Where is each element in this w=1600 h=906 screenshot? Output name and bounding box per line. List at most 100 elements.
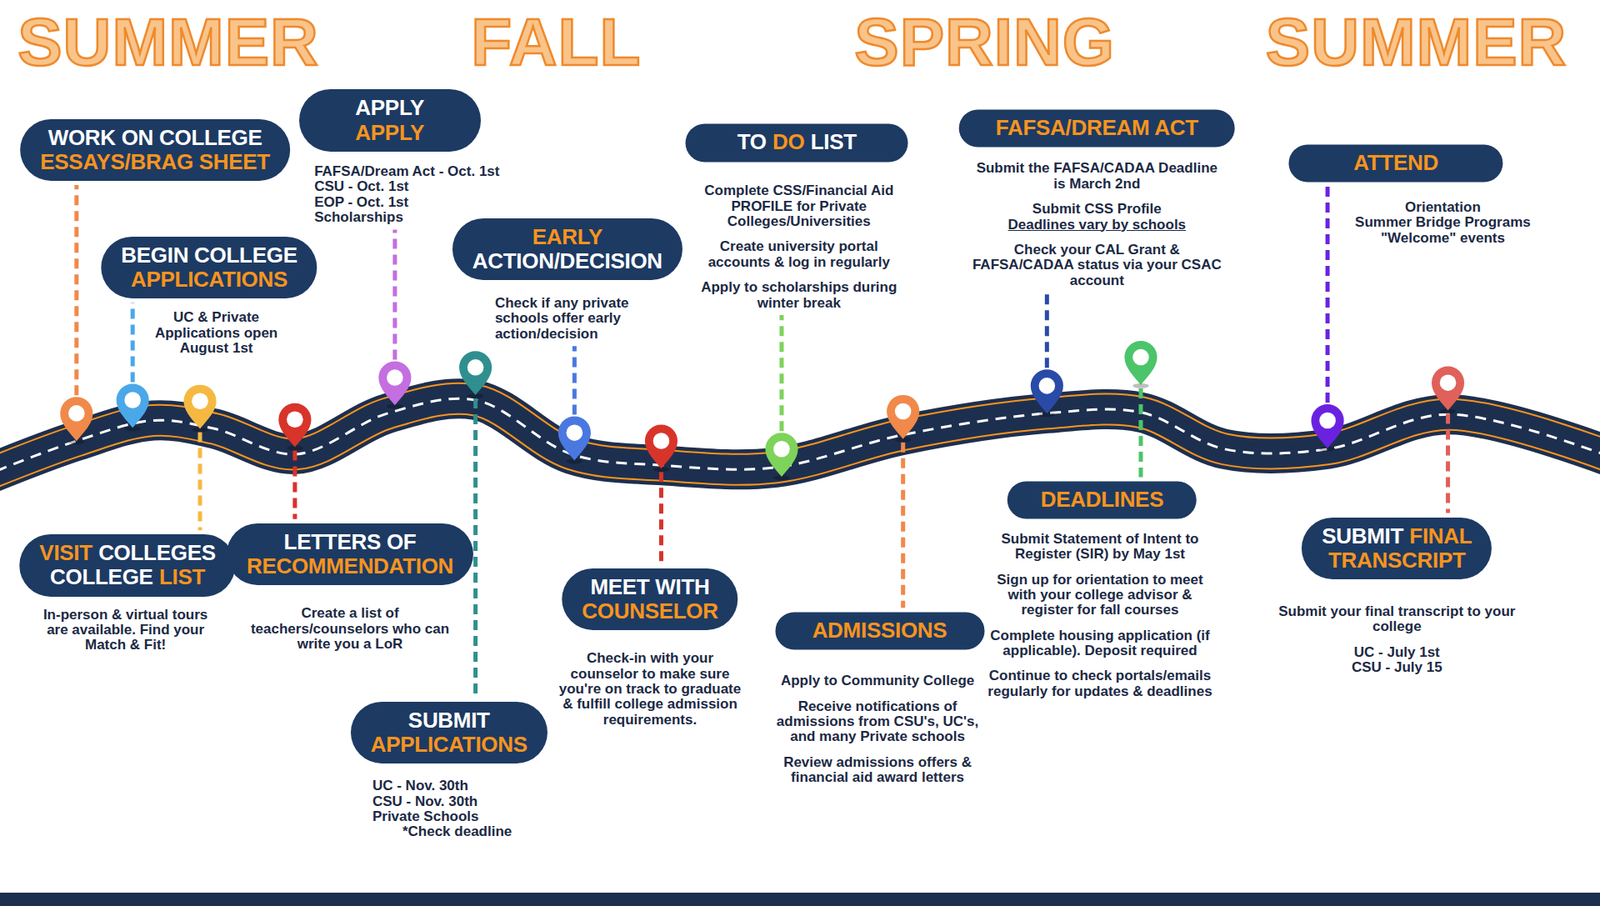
milestone-heading: BEGIN COLLEGE: [120, 242, 297, 268]
heading-line: APPLY: [319, 95, 461, 120]
heading-line: LETTERS OF: [246, 530, 454, 555]
road: [0, 398, 1600, 478]
milestone-pill: LETTERS OFRECOMMENDATION: [226, 523, 474, 585]
pin-hole: [773, 440, 790, 458]
milestone-heading: RECOMMENDATION: [246, 553, 454, 579]
heading-line: COLLEGELIST: [39, 565, 215, 590]
milestone-detail: Submit CSS Profile: [971, 201, 1222, 217]
milestone-heading: ESSAYS/BRAG SHEET: [40, 149, 270, 175]
milestone-detail: EOP - Oct. 1st: [314, 195, 545, 210]
milestone-detail: Continue to check portals/emails regular…: [987, 668, 1212, 700]
milestone-pill: BEGIN COLLEGEAPPLICATIONS: [100, 236, 317, 299]
leader-line: [659, 471, 664, 564]
milestone-detail: Review admissions offers & financial aid…: [767, 755, 987, 786]
pin-hole: [1132, 349, 1150, 366]
heading-line: ESSAYS/BRAG SHEET: [40, 150, 270, 175]
heading-line: MEET WITH: [581, 575, 718, 600]
heading-line: COUNSELOR: [581, 599, 718, 624]
pin-body: [1124, 340, 1157, 385]
pin-hole: [386, 369, 404, 386]
season-heading: SUMMER: [1265, 4, 1568, 81]
milestone-heading: COUNSELOR: [581, 598, 718, 624]
heading-line: APPLY: [319, 120, 461, 145]
pin-body: [278, 403, 311, 448]
map-pin: [1431, 366, 1465, 415]
milestone-detail: Check-in with your counselor to make sur…: [558, 650, 742, 728]
milestone-detail: CSU - Oct. 1st: [314, 179, 545, 195]
milestone-heading: COLLEGE: [50, 564, 154, 590]
leader-line: [1045, 292, 1050, 368]
milestone-body: Complete CSS/Financial Aid PROFILE for P…: [689, 183, 909, 311]
map-pin: [886, 395, 920, 443]
leader-line: [1445, 413, 1450, 513]
milestone-pill: MEET WITHCOUNSELOR: [561, 568, 738, 630]
milestone-detail: CSU - Nov. 30th: [372, 794, 562, 810]
season-heading: FALL: [470, 4, 641, 81]
milestone-detail: UC - July 1st: [1274, 645, 1520, 660]
milestone-detail: Create university portal accounts & log …: [689, 239, 909, 270]
milestone-pill: SUBMITAPPLICATIONS: [350, 701, 548, 764]
map-pin: [1124, 340, 1157, 389]
road-stroke: [0, 398, 1600, 478]
pin-hole: [286, 410, 304, 428]
heading-line: FAFSA/DREAM ACT: [979, 116, 1215, 141]
milestone-heading: APPLY: [355, 95, 425, 120]
milestone-detail: Submit Statement of Intent to Register (…: [987, 531, 1212, 563]
leader-line: [1325, 185, 1330, 402]
milestone-pill: ATTEND: [1289, 144, 1504, 182]
leader-line: [392, 230, 397, 360]
pin-body: [378, 360, 411, 405]
milestone-heading: ATTEND: [1353, 150, 1439, 175]
map-pin: [765, 432, 798, 480]
milestone-detail: "Welcome" events: [1340, 230, 1545, 246]
leader-line: [198, 432, 203, 531]
heading-line: RECOMMENDATION: [246, 554, 454, 579]
milestone-body: UC - Nov. 30thCSU - Nov. 30thPrivate Sch…: [372, 778, 562, 840]
heading-line: ATTEND: [1309, 150, 1484, 175]
milestone-detail: Receive notifications of admissions from…: [767, 699, 987, 745]
pin-body: [116, 383, 150, 428]
pin-body: [1030, 369, 1064, 414]
milestone-pill: WORK ON COLLEGEESSAYS/BRAG SHEET: [20, 119, 290, 181]
milestone-detail: Check if any private schools offer early…: [495, 295, 674, 342]
milestone-heading: WORK ON COLLEGE: [48, 125, 263, 150]
leader-line: [572, 345, 577, 415]
pin-hole: [191, 392, 209, 410]
pin-hole: [653, 432, 670, 450]
milestone-heading: APPLICATIONS: [370, 731, 528, 757]
pin-hole: [1039, 377, 1056, 395]
milestone-body: OrientationSummer Bridge Programs"Welcom…: [1340, 200, 1545, 246]
milestone-heading: TO: [737, 130, 767, 155]
heading-line: TODOLIST: [705, 130, 889, 155]
heading-line: WORK ON COLLEGE: [40, 125, 270, 150]
milestone-detail: Apply to Community College: [767, 673, 987, 689]
milestone-body: Submit Statement of Intent to Register (…: [987, 531, 1212, 700]
milestone-detail: CSU - July 15: [1274, 660, 1520, 675]
milestone-body: FAFSA/Dream Act - Oct. 1stCSU - Oct. 1st…: [314, 164, 545, 225]
milestone-pill: APPLYAPPLY: [299, 89, 481, 151]
milestone-pill: ADMISSIONS: [775, 611, 985, 650]
milestone-heading: MEET WITH: [590, 574, 710, 600]
heading-line: SUBMITFINAL: [1321, 523, 1472, 548]
road-stroke: [0, 398, 1600, 478]
leader-line: [74, 185, 79, 395]
heading-line: BEGIN COLLEGE: [120, 243, 297, 268]
milestone-heading: LETTERS OF: [284, 529, 417, 555]
milestone-heading: SUBMIT: [408, 707, 490, 733]
milestone-heading: DO: [772, 130, 805, 155]
leader-line: [779, 315, 784, 431]
pin-hole: [68, 405, 85, 422]
heading-line: DEADLINES: [1027, 487, 1177, 512]
leader-line: [130, 302, 135, 382]
map-pin: [1030, 369, 1064, 417]
milestone-detail: Private Schools: [372, 809, 562, 825]
milestone-heading: TRANSCRIPT: [1328, 547, 1466, 573]
pin-hole: [895, 403, 912, 420]
milestone-heading: LIST: [810, 130, 857, 155]
milestone-detail: Sign up for orientation to meet with you…: [987, 572, 1212, 619]
leader-line: [292, 450, 297, 520]
pin-body: [1310, 404, 1344, 449]
milestone-heading: DEADLINES: [1040, 486, 1165, 512]
milestone-detail: Deadlines vary by schools: [971, 217, 1222, 233]
milestone-heading: FINAL: [1409, 522, 1472, 548]
